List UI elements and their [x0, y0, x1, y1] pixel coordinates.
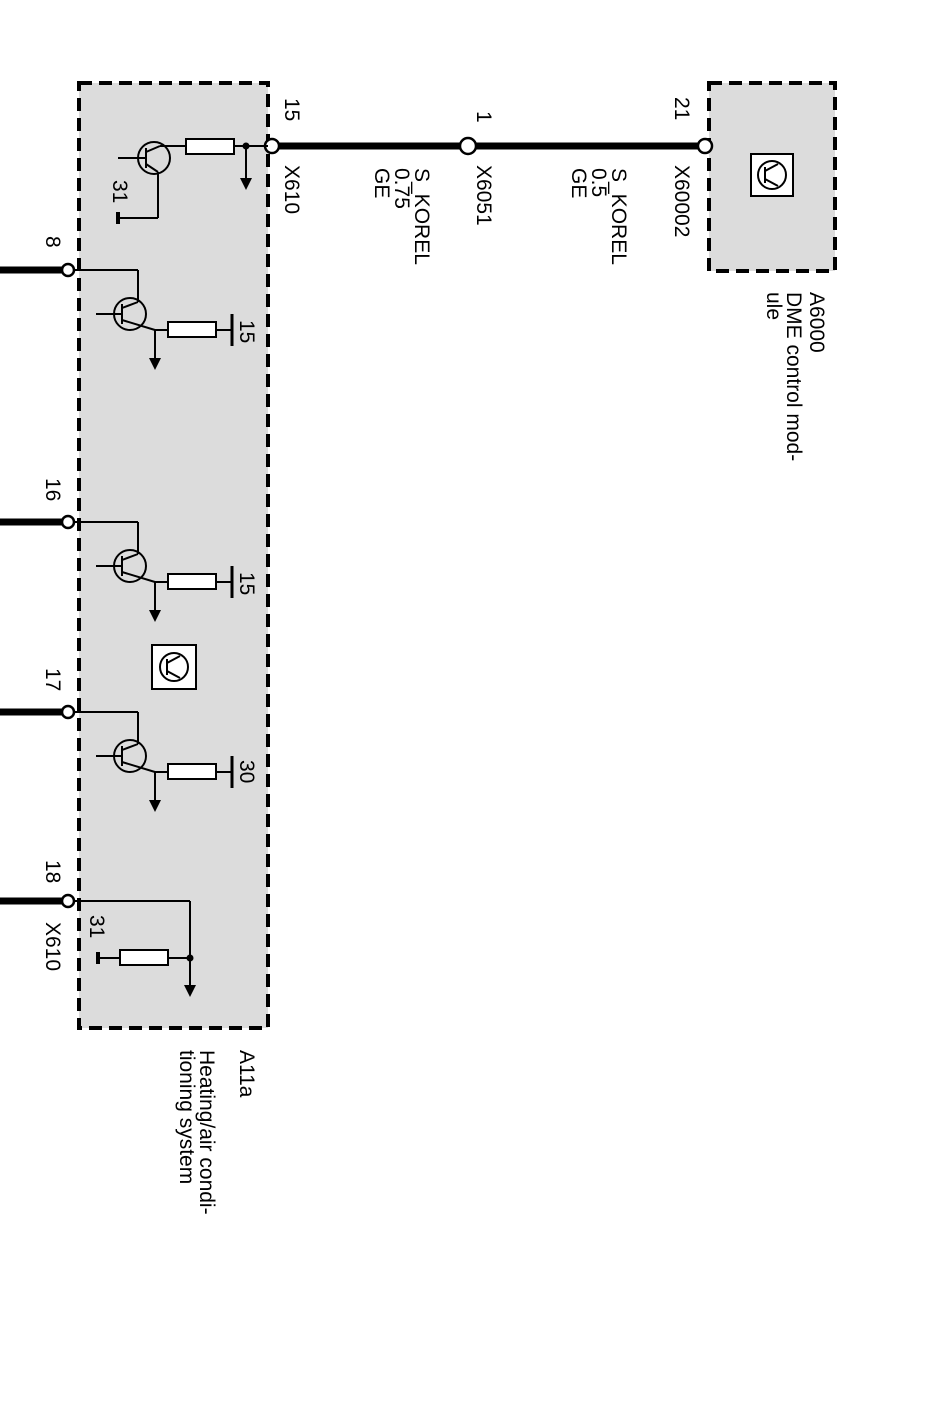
hvac-module-name-line1: Heating/air condi- [195, 1050, 218, 1215]
hvac-pin-16: 16 [41, 478, 64, 501]
hvac-pin-8: 8 [41, 236, 64, 248]
input-stage-pin-18 [0, 893, 196, 997]
hvac-module-box [77, 81, 270, 1030]
wire1-color: GE [370, 168, 393, 198]
supply-label-pin-8: 15 [235, 320, 258, 343]
dme-module-name-line1: DME control mod- [782, 292, 805, 461]
dme-module-id: A6000 [805, 292, 828, 353]
output-stage-pin-16 [0, 514, 234, 622]
hvac-transistor-symbol-icon [151, 644, 197, 690]
dme-connector-label: X60002 [670, 165, 693, 237]
signal-wire-top [263, 136, 714, 156]
wire2-cross-section: 0.5 [587, 168, 610, 197]
hvac-pin-18: 18 [41, 860, 64, 883]
hvac-bottom-connector-label: X610 [41, 922, 64, 971]
hvac-pin-17: 17 [41, 668, 64, 691]
dme-pin-label: 21 [670, 97, 693, 120]
wire1-cross-section: 0.75 [390, 168, 413, 209]
output-stage-top [116, 138, 268, 224]
splice-connector-label: X6051 [472, 165, 495, 226]
wire2-color: GE [567, 168, 590, 198]
dme-module-name-line2: ule [762, 292, 785, 320]
wire1-signal-label: S_KOREL [410, 168, 433, 265]
wire2-signal-label: S_KOREL [607, 168, 630, 265]
output-stage-pin-8 [0, 262, 234, 370]
dme-transistor-symbol-icon [750, 153, 794, 197]
hvac-top-connector-label: X610 [280, 165, 303, 214]
hvac-module-id: A11a [235, 1050, 258, 1098]
hvac-top-pin-label: 15 [280, 98, 303, 121]
supply-label-pin-17: 30 [235, 760, 258, 783]
hvac-module-name-line2: tioning system [175, 1050, 198, 1184]
output-stage-pin-17 [0, 704, 234, 812]
ground-label-pin-18: 31 [85, 915, 108, 938]
supply-label-pin-16: 15 [235, 572, 258, 595]
ground-label-top: 31 [108, 180, 131, 203]
splice-pin-label: 1 [472, 111, 495, 123]
